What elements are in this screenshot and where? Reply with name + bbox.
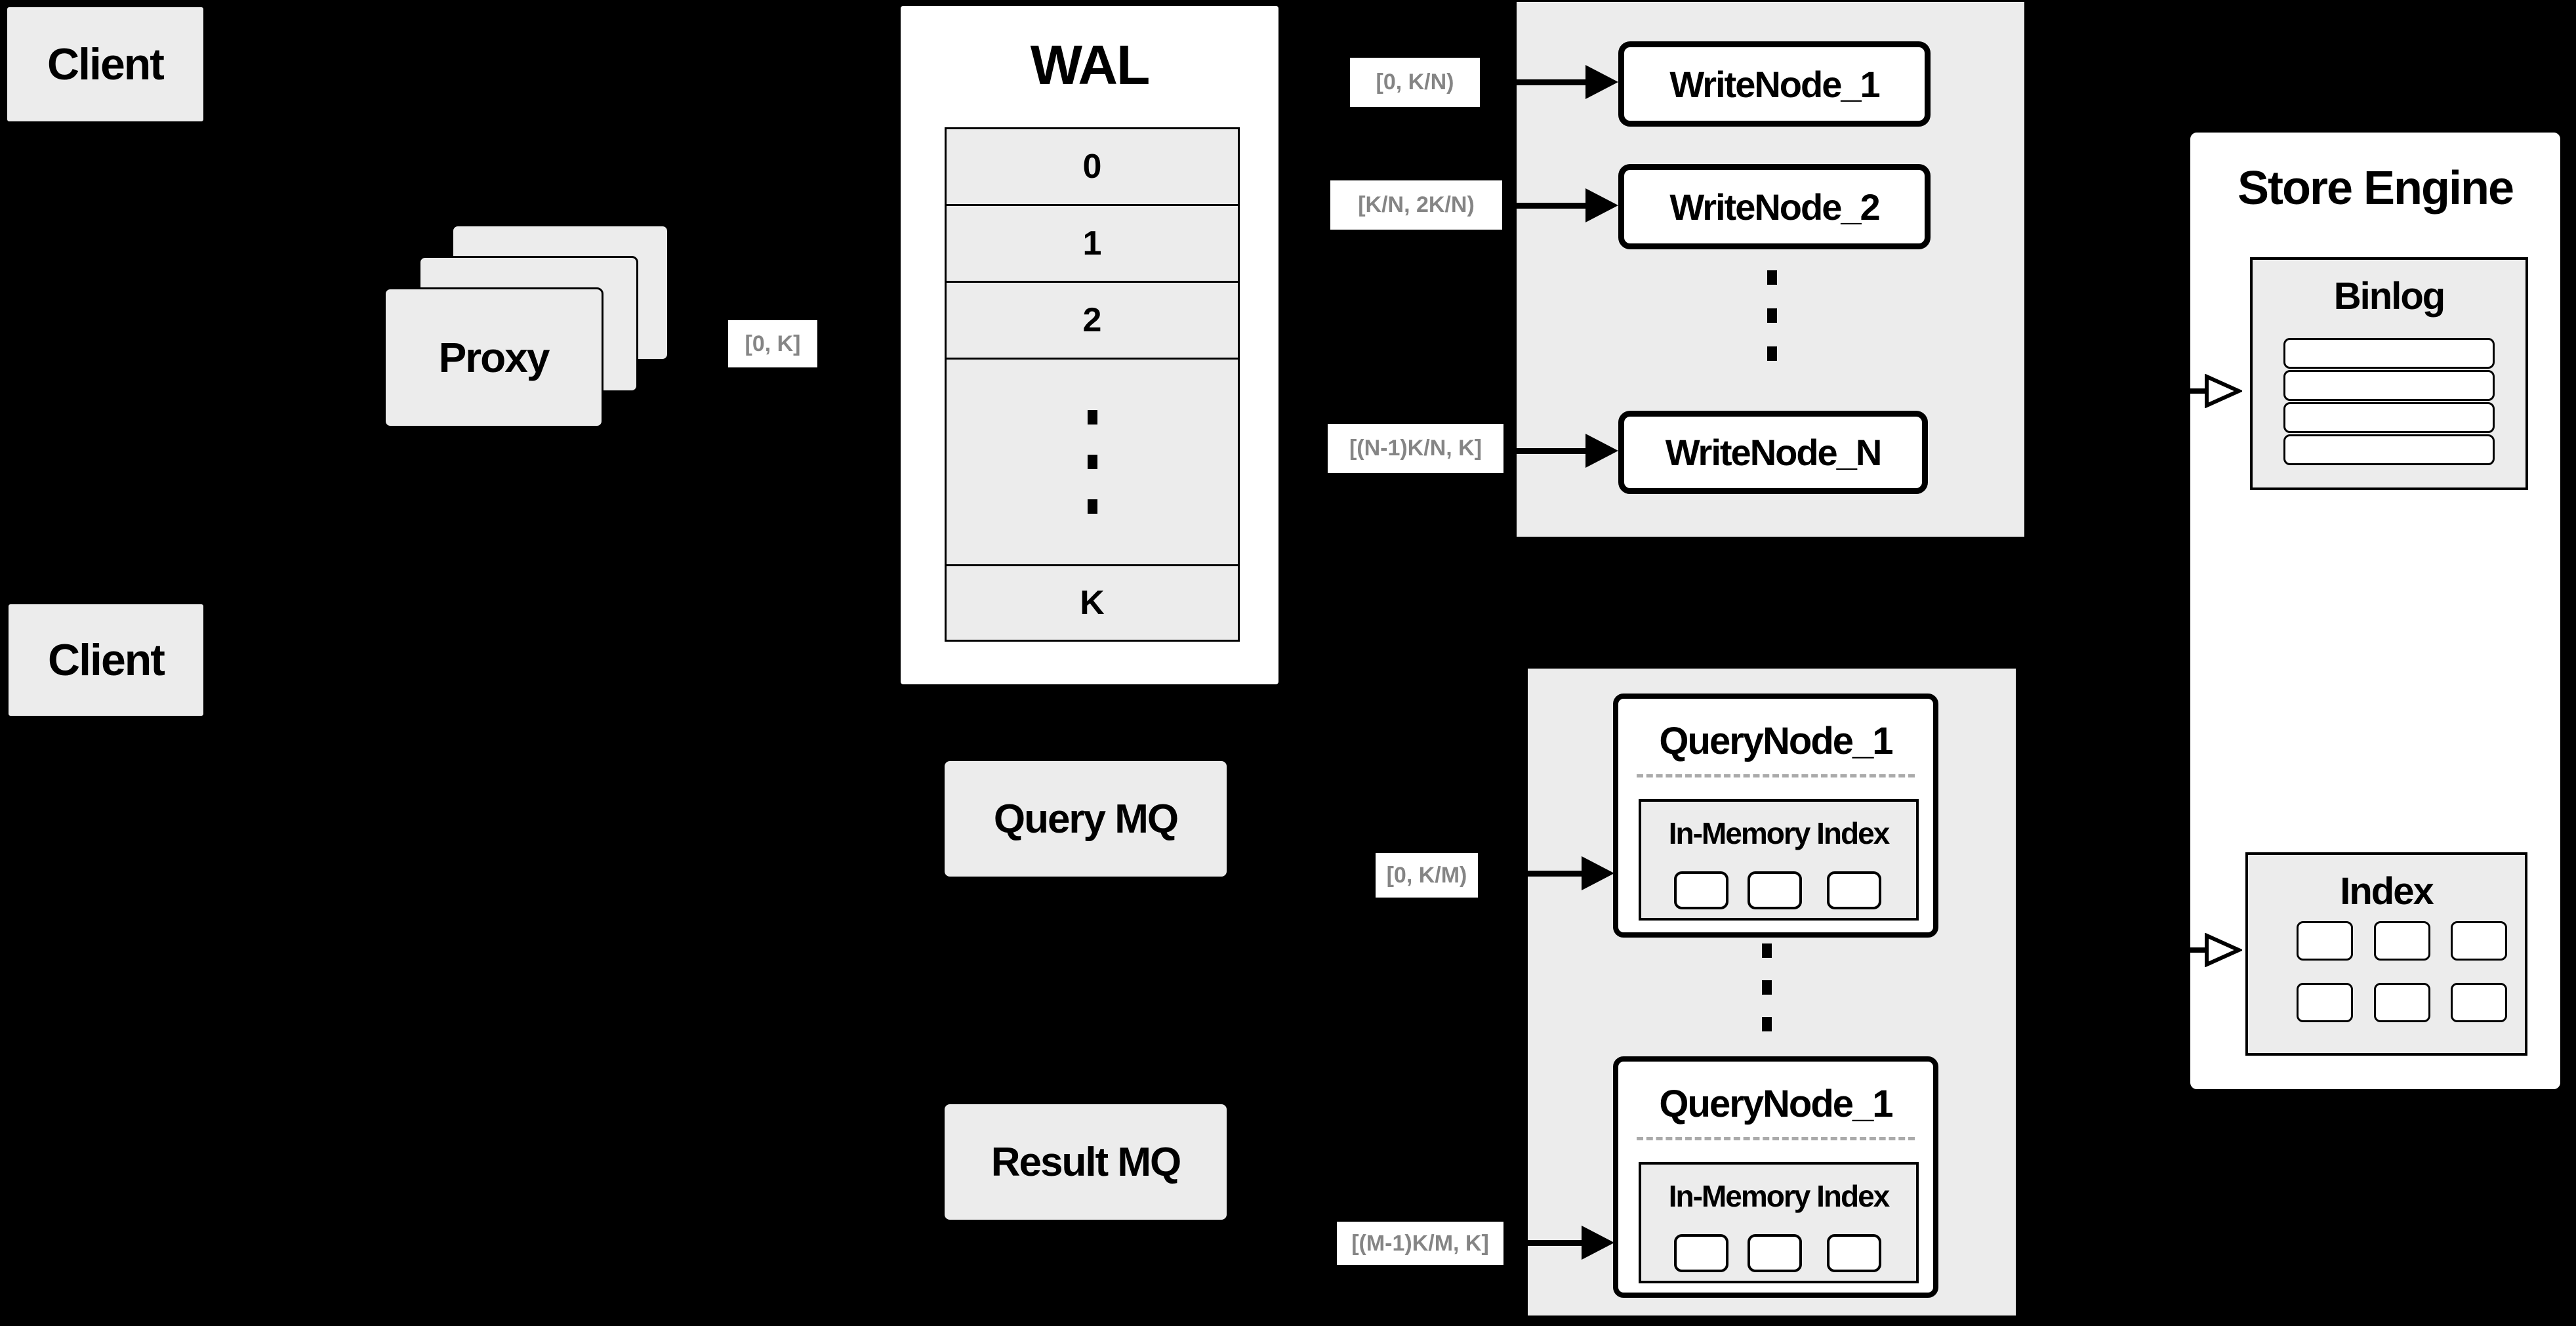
query-mq-label: Query MQ (993, 796, 1179, 842)
client-bottom-box: Client (7, 602, 205, 718)
write-node-1-box: WriteNode_1 (1618, 41, 1931, 127)
arrowhead-icon (1585, 434, 1618, 468)
result-mq-box: Result MQ (945, 1104, 1227, 1220)
index-cell (2297, 921, 2353, 961)
in-memory-index-box: In-Memory Index (1639, 799, 1919, 921)
binlog-row (2283, 338, 2495, 369)
index-cell (2451, 983, 2507, 1022)
wal-segment-row: 0 (947, 129, 1238, 206)
binlog-title: Binlog (2333, 274, 2445, 318)
wal-box: WAL 0 1 2 K (898, 3, 1281, 687)
client-bottom-label: Client (48, 635, 165, 685)
query-mq-box: Query MQ (945, 761, 1227, 877)
arrow-to-write-node-2 (1502, 203, 1589, 209)
open-arrowhead-icon (2205, 374, 2242, 408)
store-engine-box: Store Engine Binlog Index (2188, 130, 2563, 1092)
wal-title: WAL (1030, 33, 1151, 96)
arrowhead-icon (1585, 188, 1618, 222)
index-box: Index (2245, 852, 2527, 1056)
dot (1767, 270, 1777, 285)
segment-cell (1827, 871, 1881, 909)
client-top-label: Client (47, 39, 165, 89)
range-label-write-node-1: [0, K/N) (1350, 58, 1480, 107)
index-cell (2374, 983, 2430, 1022)
open-arrowhead-icon (2205, 933, 2242, 967)
arrow-to-query-node-m (1503, 1240, 1583, 1246)
proxy-label: Proxy (438, 334, 550, 381)
arrow-to-query-node-1 (1478, 871, 1583, 877)
in-memory-index-title: In-Memory Index (1668, 816, 1891, 850)
dot (1087, 410, 1097, 425)
result-mq-label: Result MQ (991, 1139, 1182, 1185)
segment-cell (1674, 1234, 1728, 1272)
dot (1767, 308, 1777, 323)
arrow-to-index (2153, 947, 2211, 953)
ellipsis-dots (1762, 943, 1772, 1031)
write-node-1-label: WriteNode_1 (1669, 63, 1880, 105)
range-label-query-node-1: [0, K/M) (1376, 853, 1478, 898)
arrow-to-write-node-n (1503, 448, 1589, 454)
range-label-proxy-out: [0, K] (728, 320, 817, 367)
arrowhead-icon (1582, 856, 1614, 890)
range-label-write-node-n: [(N-1)K/N, K] (1328, 424, 1503, 473)
index-cell (2297, 983, 2353, 1022)
wal-segment-row: K (947, 566, 1238, 642)
in-memory-index-box: In-Memory Index (1639, 1162, 1919, 1283)
query-node-bottom-title: QueryNode_1 (1659, 1082, 1893, 1125)
dot (1762, 943, 1772, 958)
ellipsis-dots (1087, 410, 1097, 514)
query-node-top-title: QueryNode_1 (1659, 719, 1893, 762)
segment-cell (1674, 871, 1728, 909)
wal-segment-table: 0 1 2 K (945, 127, 1240, 642)
arrowhead-icon (1582, 1226, 1614, 1260)
write-node-2-box: WriteNode_2 (1618, 164, 1931, 249)
store-engine-title: Store Engine (2237, 162, 2514, 215)
segment-cell (1827, 1234, 1881, 1272)
wal-segment-ellipsis-row (947, 360, 1238, 566)
in-memory-index-title: In-Memory Index (1668, 1179, 1891, 1213)
query-node-top-box: QueryNode_1 In-Memory Index (1613, 694, 1938, 938)
divider (1637, 774, 1915, 777)
dot (1087, 499, 1097, 514)
write-node-2-label: WriteNode_2 (1669, 186, 1880, 228)
arrowhead-icon (1585, 65, 1618, 99)
index-cell (2374, 921, 2430, 961)
write-node-n-box: WriteNode_N (1618, 411, 1928, 494)
divider (1637, 1137, 1915, 1140)
binlog-row (2283, 434, 2495, 465)
segment-cell (1748, 871, 1802, 909)
range-label-query-node-m: [(M-1)K/M, K] (1337, 1222, 1503, 1265)
index-cell (2451, 921, 2507, 961)
write-node-n-label: WriteNode_N (1665, 432, 1883, 473)
binlog-row (2283, 402, 2495, 433)
index-title: Index (2340, 869, 2434, 913)
binlog-box: Binlog (2250, 257, 2528, 490)
dot (1762, 980, 1772, 995)
arrow-to-write-node-1 (1480, 79, 1589, 85)
proxy-card-front: Proxy (384, 287, 603, 428)
binlog-row (2283, 370, 2495, 401)
dot (1087, 455, 1097, 469)
wal-segment-row: 2 (947, 283, 1238, 360)
client-top-box: Client (5, 5, 205, 123)
segment-cell (1748, 1234, 1802, 1272)
range-label-write-node-2: [K/N, 2K/N) (1330, 180, 1502, 230)
dot (1767, 346, 1777, 361)
ellipsis-dots (1767, 270, 1777, 361)
wal-segment-row: 1 (947, 206, 1238, 283)
arrow-to-binlog (2153, 388, 2211, 394)
query-node-bottom-box: QueryNode_1 In-Memory Index (1613, 1056, 1938, 1298)
dot (1762, 1017, 1772, 1031)
